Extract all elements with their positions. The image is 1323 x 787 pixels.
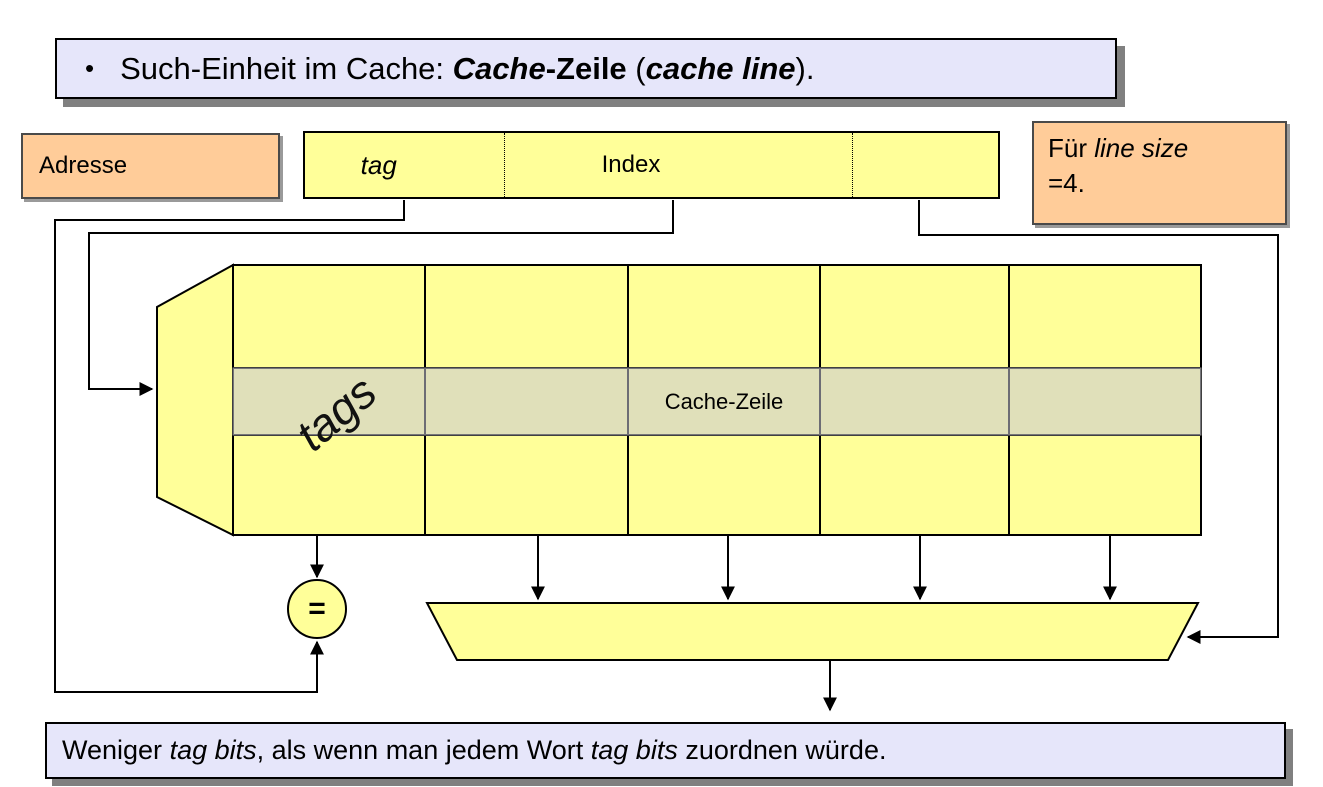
- address-field-offset: [853, 133, 998, 197]
- cache-line-label: Cache-Zeile: [664, 388, 784, 414]
- address-field-tag: tag: [305, 133, 506, 197]
- offset-connector-line: [918, 200, 1279, 644]
- footer-box: Weniger tag bits, als wenn man jedem Wor…: [45, 722, 1286, 779]
- address-field-index: Index: [505, 133, 853, 197]
- comparator-symbol: =: [308, 592, 326, 625]
- address-label-box: Adresse: [21, 133, 280, 199]
- title-box: • Such-Einheit im Cache: Cache-Zeile (ca…: [55, 38, 1117, 99]
- row-decoder-shape: [156, 263, 234, 537]
- cache-line-highlight-row: [232, 367, 1202, 436]
- index-connector-line: [88, 200, 674, 396]
- address-bar: tag Index: [303, 131, 1000, 199]
- title-text: Such-Einheit im Cache: Cache-Zeile (cach…: [120, 50, 815, 86]
- comparator-circle: [287, 579, 347, 639]
- address-label: Adresse: [39, 152, 128, 179]
- connector-lines: [54, 200, 1279, 712]
- mux-shape: [425, 602, 1200, 661]
- bullet-icon: •: [85, 53, 95, 83]
- line-size-note-box: Für line size =4.: [1032, 121, 1287, 225]
- footer-text: Weniger tag bits, als wenn man jedem Wor…: [62, 735, 887, 765]
- tag-connector-line: [54, 200, 405, 693]
